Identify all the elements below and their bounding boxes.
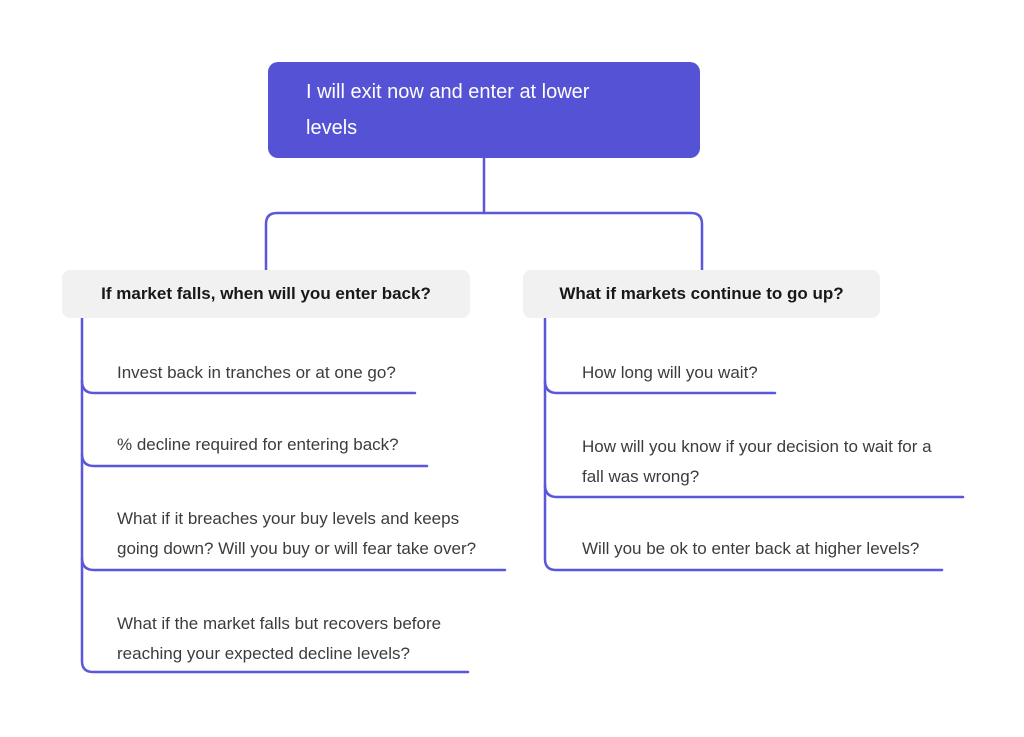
branch-node-label: What if markets continue to go up?	[559, 284, 844, 303]
branch-node-market-falls: If market falls, when will you enter bac…	[62, 270, 470, 318]
question-line: % decline required for entering back?	[117, 435, 399, 454]
child-question: What if it breaches your buy levels and …	[117, 504, 476, 564]
question-line: reaching your expected decline levels?	[117, 644, 410, 663]
branch-bracket-connector	[264, 211, 704, 272]
question-line: How long will you wait?	[582, 363, 758, 382]
question-line: Invest back in tranches or at one go?	[117, 363, 396, 382]
root-node: I will exit now and enter at lower level…	[268, 62, 700, 158]
question-line: fall was wrong?	[582, 467, 700, 486]
child-question: How long will you wait?	[582, 358, 758, 388]
question-line: What if the market falls but recovers be…	[117, 614, 442, 633]
child-question: Invest back in tranches or at one go?	[117, 358, 396, 388]
child-question: Will you be ok to enter back at higher l…	[582, 534, 919, 564]
question-line: What if it breaches your buy levels and …	[117, 509, 460, 528]
root-node-line-2: levels	[306, 117, 358, 139]
question-line: How will you know if your decision to wa…	[582, 437, 932, 456]
question-line: Will you be ok to enter back at higher l…	[582, 539, 920, 558]
child-question: How will you know if your decision to wa…	[582, 432, 932, 492]
child-question: % decline required for entering back?	[117, 430, 399, 460]
branch-node-markets-go-up: What if markets continue to go up?	[523, 270, 880, 318]
branch-node-label: If market falls, when will you enter bac…	[101, 284, 431, 303]
root-node-line-1: I will exit now and enter at lower	[306, 81, 590, 103]
child-question: What if the market falls but recovers be…	[117, 609, 441, 669]
question-line: going down? Will you buy or will fear ta…	[117, 539, 477, 558]
